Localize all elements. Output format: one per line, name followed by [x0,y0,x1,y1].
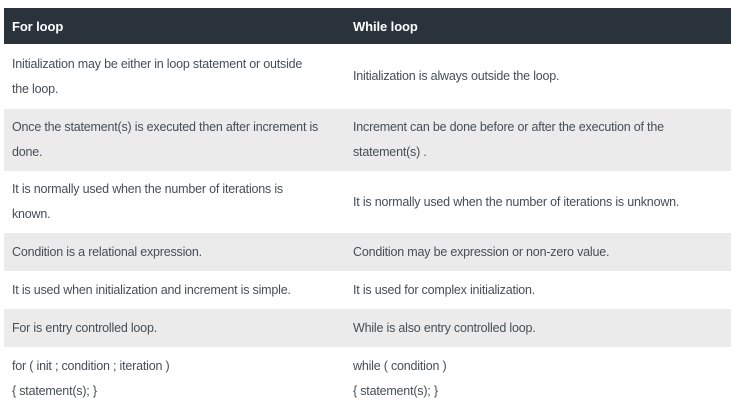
header-cell-for-loop: For loop [4,8,345,44]
table-row: It is used when initialization and incre… [4,271,731,309]
table-body: Initialization may be either in loop sta… [4,44,731,411]
while-loop-cell: Condition may be expression or non-zero … [345,233,731,271]
while-loop-cell: Initialization is always outside the loo… [345,44,731,109]
table-row: for ( init ; condition ; iteration ) { s… [4,347,731,411]
comparison-table-container: For loop While loop Initialization may b… [4,8,731,411]
for-loop-cell: Initialization may be either in loop sta… [4,44,345,109]
for-loop-cell: Once the statement(s) is executed then a… [4,109,345,171]
table-row: Initialization may be either in loop sta… [4,44,731,109]
table-row: Once the statement(s) is executed then a… [4,109,731,171]
table-row: It is normally used when the number of i… [4,171,731,233]
while-loop-cell: It is used for complex initialization. [345,271,731,309]
for-loop-cell: It is used when initialization and incre… [4,271,345,309]
table-row: Condition is a relational expression. Co… [4,233,731,271]
for-loop-syntax-cell: for ( init ; condition ; iteration ) { s… [4,347,345,411]
for-loop-cell: It is normally used when the number of i… [4,171,345,233]
while-loop-cell: It is normally used when the number of i… [345,171,731,233]
for-vs-while-comparison-table: For loop While loop Initialization may b… [4,8,731,411]
for-loop-cell: For is entry controlled loop. [4,309,345,347]
while-loop-cell: While is also entry controlled loop. [345,309,731,347]
while-loop-cell: Increment can be done before or after th… [345,109,731,171]
while-loop-syntax-cell: while ( condition ) { statement(s); } [345,347,731,411]
table-row: For is entry controlled loop. While is a… [4,309,731,347]
table-header: For loop While loop [4,8,731,44]
for-loop-cell: Condition is a relational expression. [4,233,345,271]
header-row: For loop While loop [4,8,731,44]
header-cell-while-loop: While loop [345,8,731,44]
